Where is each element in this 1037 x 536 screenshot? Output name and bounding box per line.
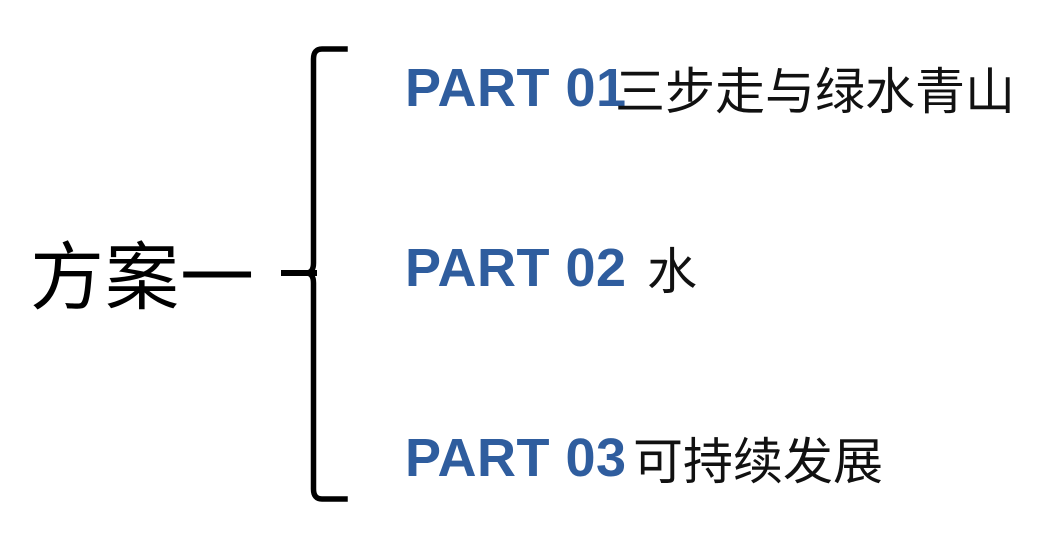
part-label-03: PART 03 — [405, 428, 627, 488]
scheme-title: 方案一 — [30, 235, 255, 321]
curly-brace-icon — [300, 40, 360, 518]
part-row[interactable]: PART 02 水 — [405, 232, 697, 304]
part-row[interactable]: PART 01 三步走与绿水青山 — [405, 52, 1015, 124]
part-label-02: PART 02 — [405, 238, 627, 298]
part-text-01: 三步走与绿水青山 — [615, 63, 1015, 121]
part-label-01: PART 01 — [405, 58, 627, 118]
part-text-02: 水 — [647, 243, 697, 301]
connector-dash — [281, 270, 317, 276]
part-text-03: 可持续发展 — [633, 433, 883, 491]
part-row[interactable]: PART 03 可持续发展 — [405, 422, 883, 494]
